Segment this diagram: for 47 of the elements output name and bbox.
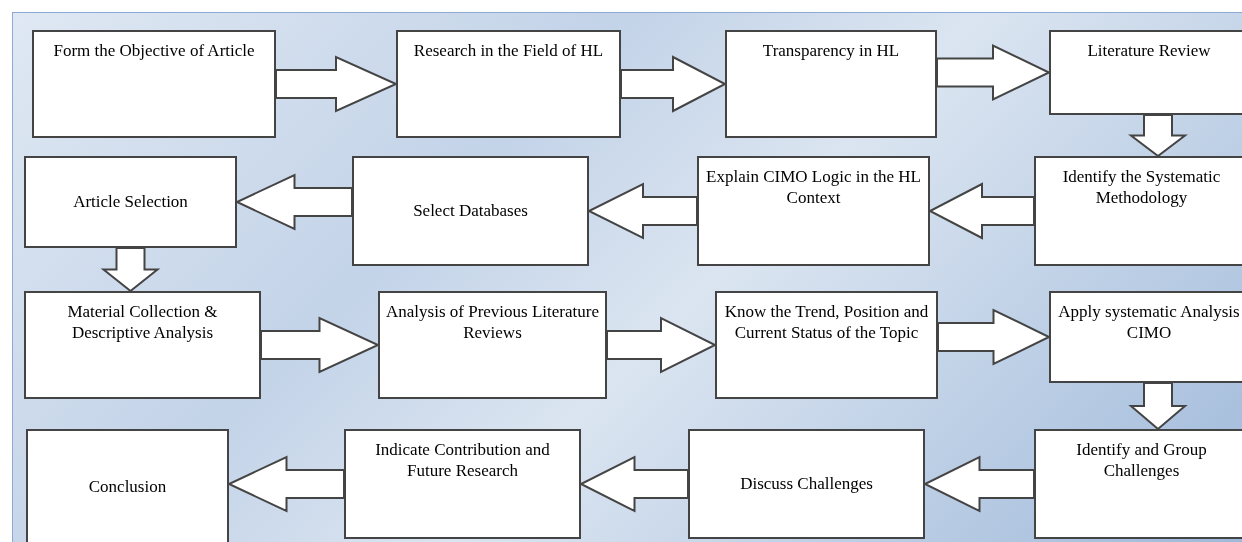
step-label: Transparency in HL (762, 40, 900, 62)
block-arrow (586, 182, 698, 240)
step-label: Select Databases (413, 200, 528, 222)
step-label: Form the Objective of Article (53, 40, 255, 62)
step-label: Apply systematic Analysis CIMO (1057, 301, 1241, 344)
process-box (32, 30, 276, 138)
process-box (26, 429, 229, 542)
step-label: Identify the Systematic Methodology (1061, 166, 1222, 209)
block-arrow (1128, 114, 1188, 158)
process-box (715, 291, 938, 399)
process-box (24, 291, 261, 399)
process-box (1049, 291, 1242, 383)
step-label: Article Selection (73, 191, 188, 213)
block-arrow (226, 455, 345, 513)
block-arrow (100, 247, 161, 293)
block-arrow (1128, 382, 1188, 431)
step-label: Indicate Contribution and Future Research (374, 439, 551, 482)
block-arrow (606, 316, 718, 374)
step-label: Know the Trend, Position and Current Status of the Topic (723, 301, 930, 344)
process-box (24, 156, 237, 248)
process-box (697, 156, 930, 266)
step-label: Literature Review (1087, 40, 1211, 62)
process-box (396, 30, 621, 138)
process-box (352, 156, 589, 266)
block-arrow (578, 455, 689, 513)
step-label: Identify and Group Challenges (1075, 439, 1208, 482)
step-label: Research in the Field of HL (413, 40, 604, 62)
step-label: Material Collection & Descriptive Analysis (66, 301, 219, 344)
step-label: Discuss Challenges (740, 473, 873, 495)
block-arrow (936, 43, 1052, 102)
block-arrow (927, 182, 1035, 240)
block-arrow (620, 55, 728, 113)
process-box (688, 429, 925, 539)
step-label: Explain CIMO Logic in the HL Context (705, 166, 922, 209)
process-box (378, 291, 607, 399)
block-arrow (260, 316, 381, 374)
process-box (725, 30, 937, 138)
block-arrow (937, 308, 1052, 366)
process-box (1034, 429, 1242, 539)
step-label: Conclusion (88, 475, 167, 498)
block-arrow (922, 455, 1035, 513)
process-box (344, 429, 581, 539)
step-label: Analysis of Previous Literature Reviews (386, 301, 599, 344)
process-box (1049, 30, 1242, 115)
block-arrow (234, 173, 353, 231)
process-box (1034, 156, 1242, 266)
block-arrow (275, 55, 399, 113)
